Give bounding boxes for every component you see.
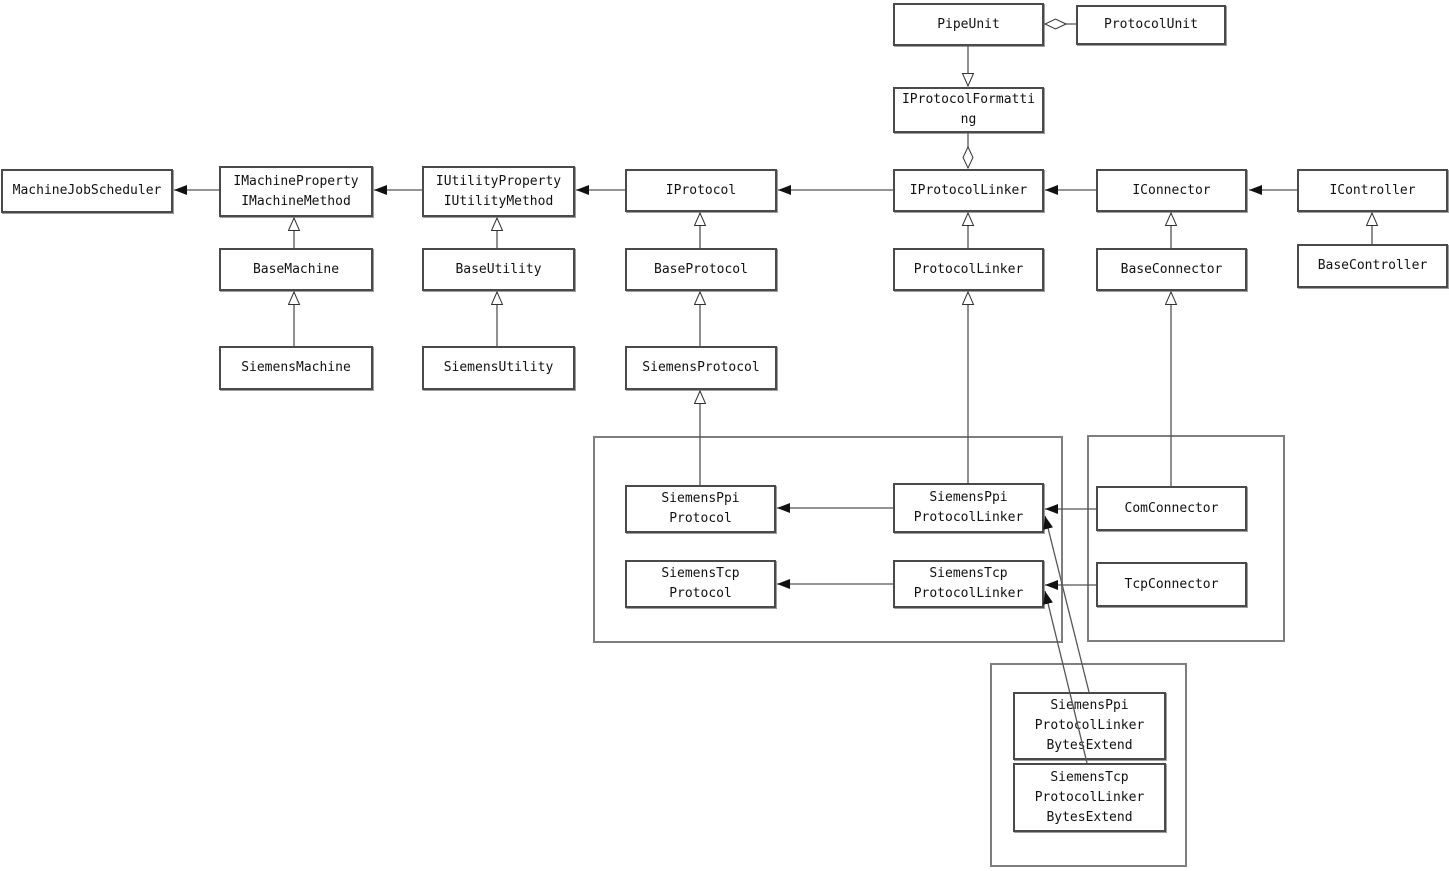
interface-iprotocol[interactable]: IProtocol (625, 169, 777, 212)
interface-iprotocol-linker[interactable]: IProtocolLinker (893, 169, 1044, 212)
class-base-protocol[interactable]: BaseProtocol (625, 248, 777, 291)
class-siemens-tcp-protocol-linker[interactable]: SiemensTcp ProtocolLinker (893, 560, 1044, 608)
class-machine-job-scheduler[interactable]: MachineJobScheduler (1, 169, 173, 213)
interface-iutility-property-method[interactable]: IUtilityProperty IUtilityMethod (422, 166, 575, 217)
class-siemens-machine[interactable]: SiemensMachine (219, 346, 373, 390)
class-base-machine[interactable]: BaseMachine (219, 248, 373, 291)
interface-icontroller[interactable]: IController (1297, 169, 1448, 212)
class-tcp-connector[interactable]: TcpConnector (1096, 562, 1247, 607)
class-protocol-unit[interactable]: ProtocolUnit (1076, 5, 1226, 45)
class-siemens-ppi-protocol[interactable]: SiemensPpi Protocol (625, 485, 776, 533)
class-siemens-protocol[interactable]: SiemensProtocol (625, 346, 777, 390)
class-protocol-linker[interactable]: ProtocolLinker (893, 248, 1044, 291)
interface-imachine-property-method[interactable]: IMachineProperty IMachineMethod (219, 166, 373, 217)
class-base-controller[interactable]: BaseController (1297, 244, 1448, 288)
class-siemens-ppi-protocol-linker-bytes-extend[interactable]: SiemensPpi ProtocolLinker BytesExtend (1013, 692, 1166, 760)
class-siemens-tcp-protocol-linker-bytes-extend[interactable]: SiemensTcp ProtocolLinker BytesExtend (1013, 763, 1166, 832)
class-base-utility[interactable]: BaseUtility (422, 248, 575, 291)
interface-iconnector[interactable]: IConnector (1096, 169, 1247, 212)
class-pipe-unit[interactable]: PipeUnit (893, 3, 1044, 46)
class-base-connector[interactable]: BaseConnector (1096, 248, 1247, 291)
class-siemens-ppi-protocol-linker[interactable]: SiemensPpi ProtocolLinker (893, 483, 1044, 533)
group-siemens-protocol-linker-box[interactable] (593, 436, 1063, 643)
class-siemens-tcp-protocol[interactable]: SiemensTcp Protocol (625, 560, 776, 608)
group-connector-box[interactable] (1087, 435, 1285, 642)
class-com-connector[interactable]: ComConnector (1096, 486, 1247, 531)
interface-iprotocol-formatting[interactable]: IProtocolFormatti ng (893, 87, 1044, 133)
class-siemens-utility[interactable]: SiemensUtility (422, 346, 575, 390)
